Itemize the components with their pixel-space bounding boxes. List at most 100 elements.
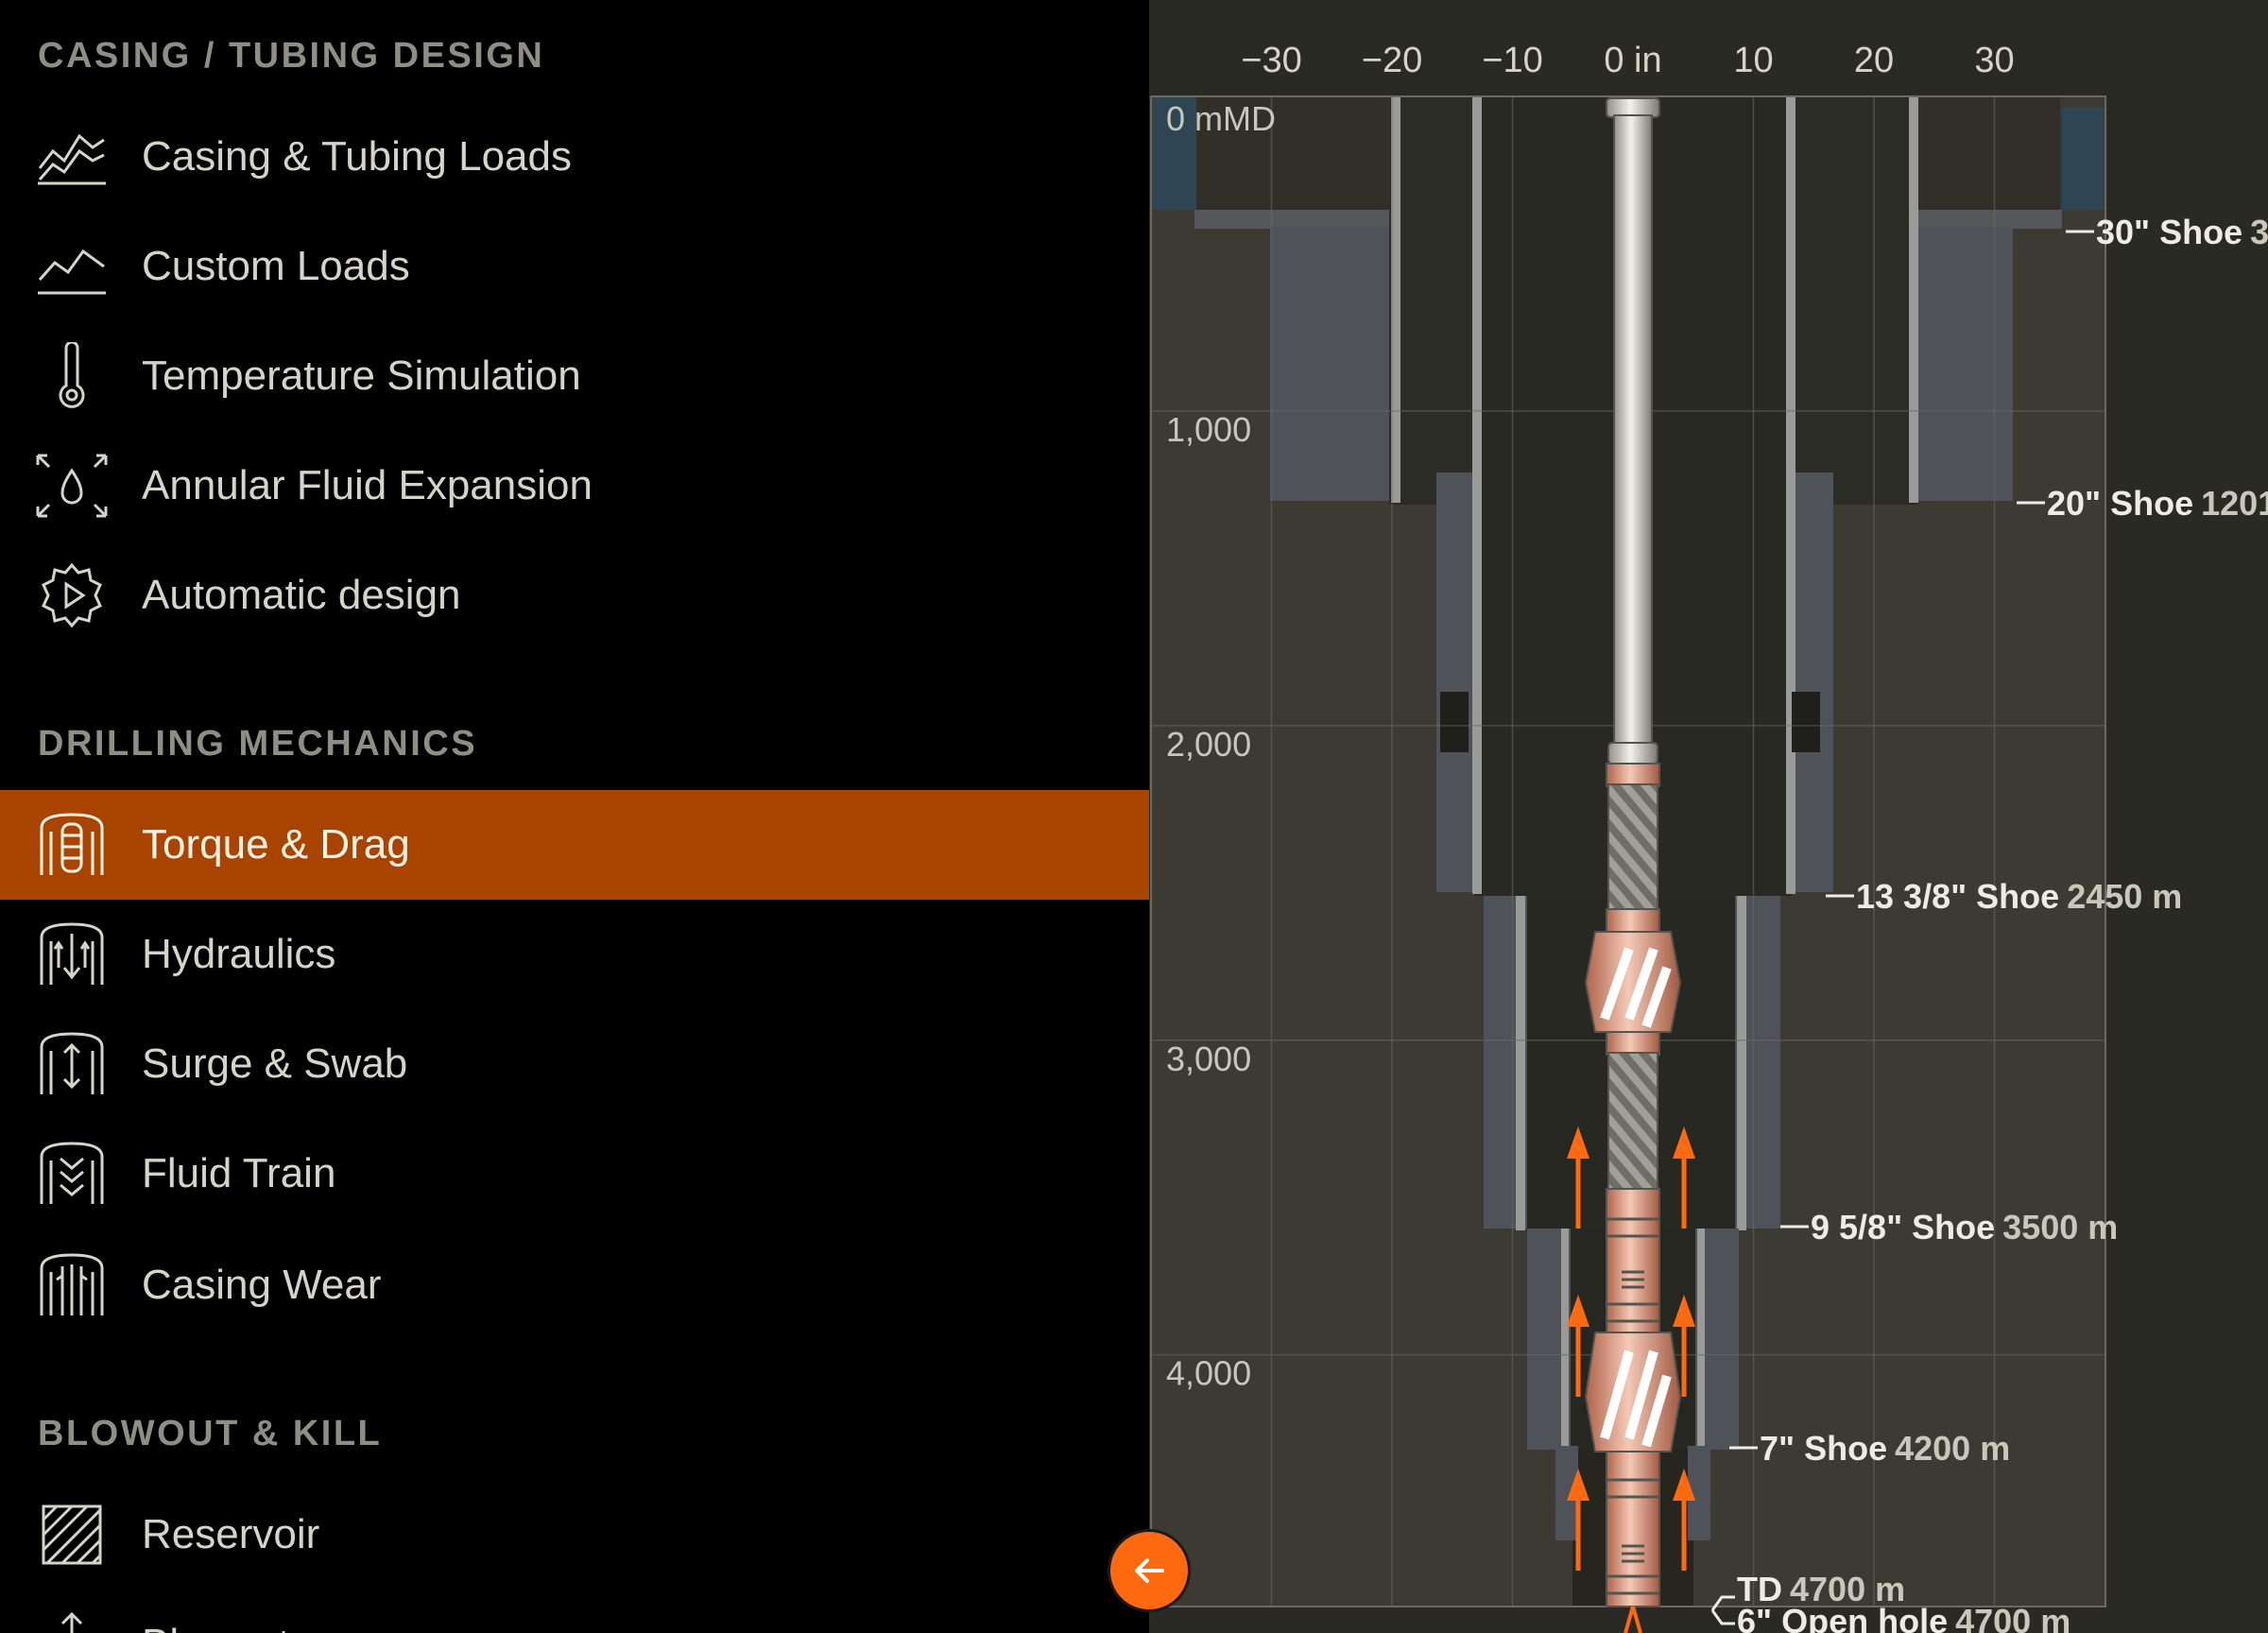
x-tick-label: 10 [1733, 41, 1773, 80]
conductor-cement-right [2062, 108, 2104, 210]
stabilizer-lower-blades [1600, 1349, 1672, 1448]
section-title-casing-tubing-design: CASING / TUBING DESIGN [38, 36, 545, 76]
casing-wear-icon [34, 1251, 110, 1319]
shoe-name: 9 5/8" Shoe [1811, 1208, 1995, 1246]
sidebar-item-label: Temperature Simulation [142, 352, 581, 399]
shoe-name: 20" Shoe [2047, 484, 2193, 523]
sidebar-item-fluid-train[interactable]: Fluid Train [0, 1119, 1149, 1229]
casing-958-wall-left [1516, 896, 1525, 1230]
sidebar-item-label: Torque & Drag [142, 821, 410, 868]
open-hole-name: 6" Open hole [1737, 1602, 1948, 1633]
casing-1338-pocket-left [1440, 692, 1469, 752]
jar-lower-sub [1606, 1031, 1660, 1056]
casing-1338-wall-left [1472, 96, 1482, 894]
shoe-depth: 3 [2250, 213, 2268, 251]
casing-958-wall-right [1737, 896, 1746, 1230]
sidebar-item-label: Annular Fluid Expansion [142, 462, 593, 508]
x-tick-label: −30 [1241, 41, 1301, 80]
y-tick-label: 4,000 [1166, 1354, 1251, 1393]
sidebar-item-label: Automatic design [142, 572, 461, 618]
fluid-train-icon [34, 1140, 110, 1208]
casing-1338-wall-right [1786, 96, 1796, 894]
drill-string [1584, 97, 1682, 1633]
jar-upper-sub [1606, 908, 1660, 933]
arrow-left-icon [1135, 1558, 1164, 1583]
fluid-expansion-icon [34, 452, 110, 520]
custom-chart-icon [34, 232, 110, 301]
section-title-blowout-kill: BLOWOUT & KILL [38, 1414, 383, 1453]
sidebar-item-casing-tubing-loads[interactable]: Casing & Tubing Loads [0, 102, 1149, 212]
y-tick-label: 2,000 [1166, 725, 1251, 764]
sidebar-item-annular-fluid-expansion[interactable]: Annular Fluid Expansion [0, 431, 1149, 541]
drill-collar-lower-marks [1606, 1478, 1659, 1595]
x-tick-label: 30 [1974, 41, 2014, 80]
casing-20-wall-left [1391, 96, 1400, 503]
shoe-depth: 3500 m [2002, 1208, 2118, 1246]
drill-collar-marks [1606, 1217, 1659, 1323]
sidebar-item-label: Fluid Train [142, 1150, 336, 1196]
heavy-weight-pipe-lower [1607, 1052, 1658, 1192]
shoe-depth: 4200 m [1895, 1429, 2010, 1468]
reservoir-icon [34, 1501, 110, 1569]
x-tick-label: −10 [1482, 41, 1542, 80]
shoe-depth: 1201 m [2201, 484, 2268, 523]
x-tick-label: −20 [1362, 41, 1422, 80]
shoe-name: 7" Shoe [1760, 1429, 1887, 1468]
sidebar: CASING / TUBING DESIGN Casing & Tubing L… [0, 36, 1149, 1633]
sidebar-item-reservoir[interactable]: Reservoir [0, 1480, 1149, 1590]
shoe-name: 13 3/8" Shoe [1856, 877, 2059, 916]
drill-collar-lower [1606, 1451, 1660, 1607]
blowout-icon [34, 1610, 110, 1633]
casing-1338-annulus-right [1792, 473, 1833, 892]
sidebar-item-label: Hydraulics [142, 931, 336, 977]
sidebar-item-hydraulics[interactable]: Hydraulics [0, 900, 1149, 1009]
sidebar-item-label: Custom Loads [142, 243, 410, 289]
sidebar-item-casing-wear[interactable]: Casing Wear [0, 1230, 1149, 1340]
annular-flow-arrows [1567, 1126, 1695, 1571]
y-tick-label: 3,000 [1166, 1040, 1251, 1078]
surge-swab-icon [34, 1030, 110, 1098]
flow-arrow [1567, 1126, 1589, 1229]
sidebar-item-torque-drag[interactable]: Torque & Drag [0, 790, 1149, 900]
td-name: TD [1737, 1570, 1782, 1608]
flow-arrow [1673, 1126, 1695, 1229]
flow-arrow [1673, 1295, 1695, 1397]
sidebar-item-custom-loads[interactable]: Custom Loads [0, 212, 1149, 321]
sidebar-item-label: Reservoir [142, 1511, 320, 1557]
sidebar-item-label: Surge & Swab [142, 1040, 408, 1087]
section-title-drilling-mechanics: DRILLING MECHANICS [38, 724, 478, 764]
sidebar-item-automatic-design[interactable]: Automatic design [0, 541, 1149, 650]
y-tick-label: 1,000 [1166, 410, 1251, 449]
casing-1338-annulus-left [1436, 473, 1478, 892]
auto-design-gear-icon [34, 561, 110, 629]
shoe-name: 30" Shoe [2096, 213, 2242, 251]
drill-collar-upper [1606, 1188, 1660, 1333]
sidebar-item-blowout[interactable]: Blowout [0, 1590, 1149, 1633]
x-tick-label: 0 in [1604, 41, 1661, 80]
casing-7-wall-left [1561, 1229, 1569, 1450]
drill-pipe [1613, 114, 1653, 744]
collapse-sidebar-button[interactable] [1108, 1529, 1191, 1612]
sidebar-item-surge-swab[interactable]: Surge & Swab [0, 1009, 1149, 1119]
torque-drag-icon [34, 811, 110, 879]
open-hole-depth: 4700 m [1955, 1602, 2070, 1633]
sidebar-item-temperature-simulation[interactable]: Temperature Simulation [0, 321, 1149, 431]
sidebar-item-label: Casing Wear [142, 1262, 382, 1308]
